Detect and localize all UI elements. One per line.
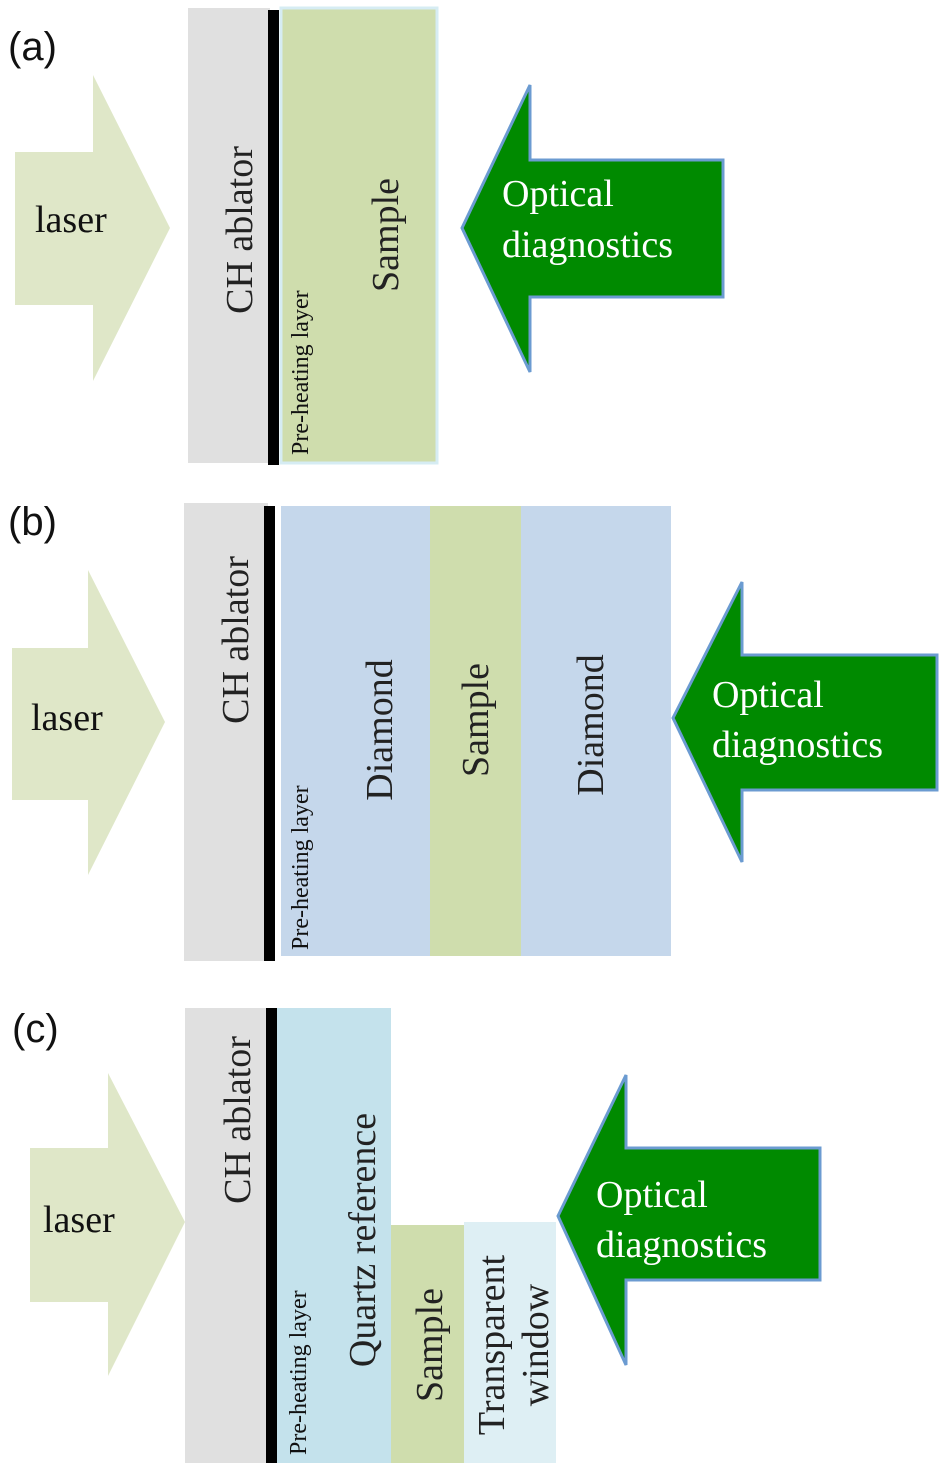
laser-arrow-c [30,1073,185,1376]
sample-layer-c [391,1225,464,1463]
diagnostics-label-b-line1: Optical [712,674,824,716]
sample-layer-a [279,6,439,465]
transparent-window-label-c-line1: Transparent [471,1254,513,1435]
ch-ablator-label-b: CH ablator [215,556,257,724]
diamond-label-b-1: Diamond [359,659,401,800]
sample-label-b: Sample [455,663,497,777]
ch-ablator-c [185,1008,267,1463]
diagnostics-label-c-line1: Optical [596,1174,708,1216]
ch-ablator-label-c: CH ablator [217,1036,259,1204]
preheat-label-c: Pre-heating layer [286,1290,312,1455]
preheat-label-a: Pre-heating layer [288,290,314,455]
diagnostics-label-a-line2: diagnostics [502,224,673,266]
laser-label-a: laser [35,199,107,241]
laser-arrow-a [15,75,170,381]
ch-ablator-a [188,8,270,463]
sample-layer-b [430,506,522,956]
sample-label-a: Sample [365,178,407,292]
ch-ablator-label-a: CH ablator [219,146,261,314]
transparent-window-label-c-line2: window [515,1283,557,1406]
panel-c: (c) laser CH ablator Pre-heating layer Q… [12,1007,822,1463]
optical-diagnostics-arrow-c [556,1074,822,1366]
quartz-reference-layer-c [277,1008,391,1463]
preheat-line-b [264,506,275,961]
sample-label-c: Sample [409,1288,451,1402]
diamond-layer-b-1 [281,506,431,956]
diamond-label-b-2: Diamond [570,654,612,795]
transparent-window-layer-c [464,1222,556,1463]
preheat-line-c [266,1008,277,1463]
panel-label-b: (b) [8,500,57,544]
diagnostics-label-b-line2: diagnostics [712,724,883,766]
diagnostics-label-a-line1: Optical [502,173,614,215]
optical-diagnostics-arrow-a [460,84,725,373]
optical-diagnostics-arrow-b [671,581,939,863]
preheat-line-a [268,10,279,465]
laser-label-c: laser [43,1199,115,1241]
ch-ablator-b [184,503,268,961]
laser-label-b: laser [31,697,103,739]
laser-arrow-b [12,570,165,875]
quartz-reference-label-c: Quartz reference [342,1113,384,1367]
preheat-label-b: Pre-heating layer [288,785,314,950]
panel-b: (b) laser CH ablator Pre-heating layer D… [8,500,939,961]
diagnostics-label-c-line2: diagnostics [596,1224,767,1266]
panel-label-c: (c) [12,1007,59,1051]
panel-label-a: (a) [8,25,57,69]
panel-a: (a) laser CH ablator Pre-heating layer S… [8,6,725,465]
diamond-layer-b-2 [521,506,671,956]
